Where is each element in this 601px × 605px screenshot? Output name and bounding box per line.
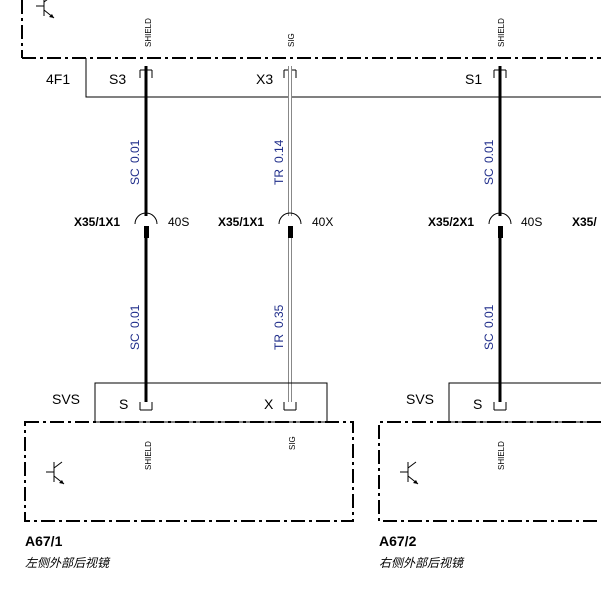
top-pin-x3: X3 xyxy=(256,71,273,87)
top-module-label: 4F1 xyxy=(46,71,70,87)
bottom-right-component-desc: 右侧外部后视镜 xyxy=(379,556,465,570)
transistor-icon xyxy=(46,461,65,485)
wire-1-upper-color: SC xyxy=(128,168,142,185)
wire-2-lower-color: TR xyxy=(272,334,286,350)
wire-1-upper-label: SC 0.01 xyxy=(128,139,142,185)
connector-2 xyxy=(278,212,302,238)
bottom-left-component-desc: 左侧外部后视镜 xyxy=(25,556,111,570)
wire-3-lower-size: 0.01 xyxy=(482,304,496,328)
connector-1-cavity: 40S xyxy=(168,215,189,229)
connector-1 xyxy=(134,212,158,238)
wire-3-upper-size: 0.01 xyxy=(482,139,496,163)
transistor-icon xyxy=(36,0,55,19)
bottom-left-component-frame xyxy=(24,421,354,522)
bottom-left-svs-box xyxy=(94,382,328,423)
top-signal-sig: SIG xyxy=(287,33,296,47)
connector-4-name: X35/ xyxy=(572,215,597,229)
wire-1-lower-size: 0.01 xyxy=(128,304,142,328)
wire-3-upper-color: SC xyxy=(482,168,496,185)
connector-2-cavity: 40X xyxy=(312,215,333,229)
top-module-frame xyxy=(21,0,601,59)
bottom-left-component-id: A67/1 xyxy=(25,533,63,549)
bottom-right-svs-box xyxy=(448,382,601,423)
wire-1-lower-color: SC xyxy=(128,333,142,350)
wire-1-lower-label: SC 0.01 xyxy=(128,304,142,350)
bottom-left-pin-s: S xyxy=(119,396,128,412)
wire-1-upper-size: 0.01 xyxy=(128,139,142,163)
wire-3-lower-color: SC xyxy=(482,333,496,350)
top-signal-shield-1: SHIELD xyxy=(144,18,153,47)
connector-1-name: X35/1X1 xyxy=(74,215,120,229)
bottom-right-component-frame xyxy=(378,421,601,522)
bottom-right-terminal-1 xyxy=(493,402,507,411)
connector-2-name: X35/1X1 xyxy=(218,215,264,229)
wire-2-upper-color: TR xyxy=(272,169,286,185)
wire-2-upper-size: 0.14 xyxy=(272,139,286,163)
wire-3-upper-label: SC 0.01 xyxy=(482,139,496,185)
bottom-right-module-label: SVS xyxy=(406,391,434,407)
bottom-right-signal-shield: SHIELD xyxy=(497,441,506,470)
wire-2-lower-size: 0.35 xyxy=(272,304,286,328)
bottom-left-terminal-2 xyxy=(283,402,297,411)
bottom-right-component-id: A67/2 xyxy=(379,533,417,549)
connector-3-cavity: 40S xyxy=(521,215,542,229)
top-signal-shield-2: SHIELD xyxy=(497,18,506,47)
bottom-left-signal-shield: SHIELD xyxy=(144,441,153,470)
connector-3 xyxy=(488,212,512,238)
top-pin-s3: S3 xyxy=(109,71,126,87)
top-pin-s1: S1 xyxy=(465,71,482,87)
bottom-left-signal-sig: SIG xyxy=(288,436,297,450)
bottom-left-terminal-1 xyxy=(139,402,153,411)
bottom-left-pin-x: X xyxy=(264,396,274,412)
top-module-box xyxy=(85,58,601,98)
connector-3-name: X35/2X1 xyxy=(428,215,474,229)
bottom-right-pin-s: S xyxy=(473,396,482,412)
wire-2-upper-label: TR 0.14 xyxy=(272,139,286,185)
wire-3-lower-label: SC 0.01 xyxy=(482,304,496,350)
wire-2-lower-label: TR 0.35 xyxy=(272,304,286,350)
bottom-left-module-label: SVS xyxy=(52,391,80,407)
transistor-icon xyxy=(400,461,419,485)
